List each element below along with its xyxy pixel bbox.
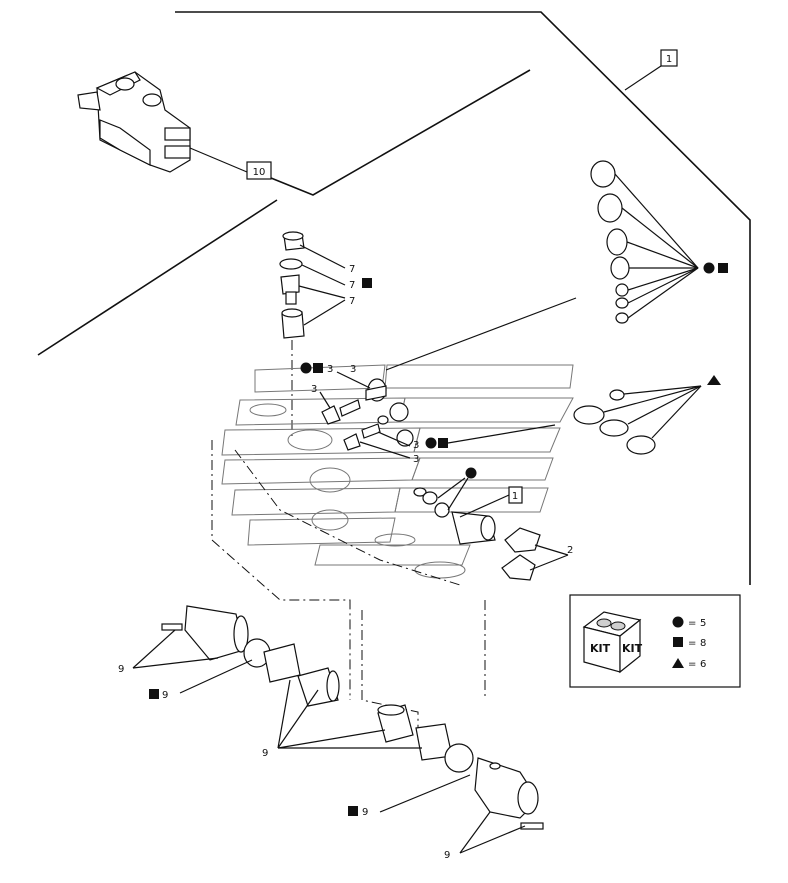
callout-3-b: 3: [350, 364, 356, 375]
kit-circle-marker-mid: [425, 437, 437, 449]
ref-box-1-top-label: 1: [666, 54, 672, 65]
kit-label-right: KIT: [622, 642, 643, 655]
kit-square-marker-bottom: [348, 806, 358, 816]
center-lines: [211, 440, 486, 740]
seal-ring-set: [590, 160, 699, 324]
kit-square-marker: [362, 278, 372, 288]
callout-9-e: 9: [444, 850, 450, 861]
kit-circle-marker-center: [300, 362, 312, 374]
ref-box-1-lower: 1: [508, 486, 523, 504]
right-end-cap: [379, 757, 544, 854]
kit-label-left: KIT: [590, 642, 611, 655]
callout-7-c: 7: [349, 296, 355, 307]
kit-square-marker-left: [149, 689, 159, 699]
callout-3-a: 3: [327, 364, 333, 375]
callout-7-a: 7: [349, 264, 355, 275]
ref-box-1-top: 1: [624, 49, 678, 91]
callout-3-d: 3: [413, 440, 419, 451]
relief-plug-stack: [279, 231, 346, 440]
spring-spool-group: [277, 679, 474, 773]
relief-cartridge: [413, 477, 569, 581]
kit-square-marker-mid: [438, 438, 448, 448]
kit-circle-marker-lower: [465, 467, 477, 479]
kit-legend: KIT KIT = 5 = 8 = 6: [569, 594, 741, 688]
legend-value-triangle: 6: [700, 659, 706, 670]
callout-9-b: 9: [162, 690, 168, 701]
kit-triangle-marker-right: [707, 375, 721, 385]
callout-7-b: 7: [349, 280, 355, 291]
legend-value-square: 8: [700, 638, 706, 649]
callout-3-e: 3: [413, 454, 419, 465]
legend-circle-icon: [672, 616, 684, 628]
kit-box-icon: KIT KIT: [582, 611, 643, 674]
ref-box-1-lower-label: 1: [512, 491, 518, 502]
frame-leader-lines: [37, 11, 751, 585]
legend-eq-3: =: [688, 659, 696, 670]
callout-9-a: 9: [118, 664, 124, 675]
ref-box-10: 10: [246, 161, 272, 180]
callout-2: 2: [567, 545, 573, 556]
valve-body-ghost: [221, 364, 574, 579]
callout-9-d: 9: [362, 807, 368, 818]
kit-square-marker-right: [718, 263, 728, 273]
callout-3-c: 3: [311, 384, 317, 395]
legend-triangle-icon: [672, 658, 684, 668]
legend-square-icon: [673, 637, 683, 647]
legend-eq-2: =: [688, 638, 696, 649]
valve-assembly-drawing: [77, 71, 248, 173]
legend-value-circle: 5: [700, 618, 706, 629]
kit-square-marker-center: [313, 363, 323, 373]
kit-circle-marker-right: [703, 262, 715, 274]
triangle-kit-rings: [573, 385, 702, 455]
callout-9-c: 9: [262, 748, 268, 759]
legend-eq-1: =: [688, 618, 696, 629]
ref-box-10-label: 10: [253, 167, 266, 178]
left-end-cap: [132, 605, 340, 707]
